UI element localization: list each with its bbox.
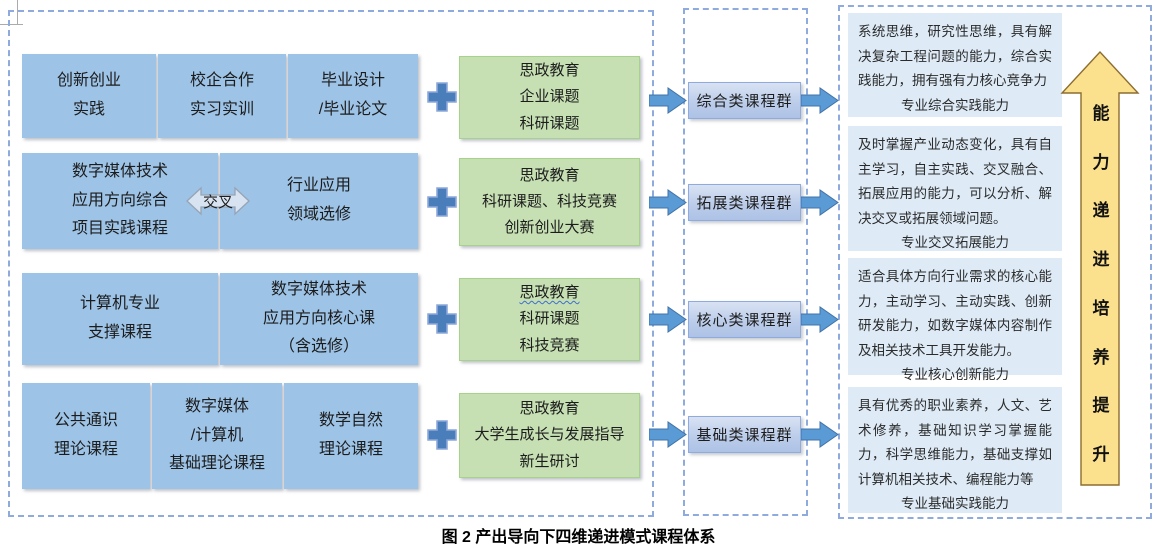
outcome-box-comprehensive: 系统思维，研究性思维，具有解决复杂工程问题的能力，综合实践能力，拥有强有力核心竞…: [848, 13, 1062, 117]
group-label-comprehensive: 综合类课程群: [688, 82, 801, 119]
supplement-line: 企业课题: [519, 88, 580, 106]
outcome-box-basic: 具有优秀的职业素养，人文、艺术修养，基础知识学习掌握能力，科学思维能力，基础支撑…: [848, 387, 1062, 513]
outcome-body: 具有优秀的职业素养，人文、艺术修养，基础知识学习掌握能力，科学思维能力，基础支撑…: [858, 398, 1052, 487]
course-groups-dashed-panel: [683, 8, 808, 516]
plus-icon: [427, 304, 457, 334]
canvas-corner-line: [0, 24, 23, 25]
outcome-body: 系统思维，研究性思维，具有解决复杂工程问题的能力，综合实践能力，拥有强有力核心竞…: [858, 24, 1052, 89]
supplement-box-basic: 思政教育 大学生成长与发展指导 新生研讨: [459, 393, 640, 478]
course-box-dm-core: 数字媒体技术 应用方向核心课 （含选修）: [220, 273, 418, 365]
course-box-dm-comprehensive-practice: 数字媒体技术 应用方向综合 项目实践课程: [22, 153, 218, 249]
right-arrow-icon: [648, 306, 687, 333]
outcome-footer: 专业核心创新能力: [901, 367, 1009, 383]
figure-caption: 图 2 产出导向下四维递进模式课程体系: [441, 529, 716, 546]
plus-icon: [427, 420, 457, 450]
supplement-line: 创新创业大赛: [504, 219, 595, 237]
course-box-school-enterprise: 校企合作 实习实训: [158, 54, 286, 138]
course-box-cs-support: 计算机专业 支撑课程: [22, 273, 218, 365]
supplement-line: 思政教育: [519, 400, 580, 418]
outcome-box-expansion: 及时掌握产业动态变化，具有自主学习，自主实践、交叉融合、拓展应用的能力，可以分析…: [848, 126, 1062, 251]
supplement-line: 科研课题: [519, 310, 580, 328]
course-box-innovation-practice: 创新创业 实践: [22, 54, 156, 138]
right-arrow-icon: [648, 189, 687, 216]
canvas-corner-line: [17, 0, 18, 25]
right-arrow-icon: [648, 87, 687, 114]
course-box-industry-electives: 行业应用 领域选修: [220, 153, 418, 249]
outcome-footer: 专业综合实践能力: [901, 97, 1009, 113]
group-label-core: 核心类课程群: [688, 301, 801, 338]
outcome-box-core: 适合具体方向行业需求的核心能力，主动学习、主动实践、创新研发能力，如数字媒体内容…: [848, 258, 1062, 382]
supplement-line: 思政教育: [519, 166, 580, 184]
group-label-expansion: 拓展类课程群: [688, 184, 801, 221]
right-arrow-icon: [648, 421, 687, 448]
supplement-line: 大学生成长与发展指导: [474, 426, 625, 444]
course-box-dm-cs-basic-theory: 数字媒体 /计算机 基础理论课程: [152, 383, 282, 489]
plus-icon: [427, 187, 457, 217]
supplement-line-spellcheck: 思政教育: [519, 284, 580, 302]
right-arrow-icon: [800, 87, 839, 114]
supplement-line: 思政教育: [519, 62, 580, 80]
course-box-math-nature-theory: 数学自然 理论课程: [284, 383, 418, 489]
supplement-box-comprehensive: 思政教育 企业课题 科研课题: [459, 56, 640, 139]
courses-dashed-panel: [8, 10, 654, 517]
supplement-line: 科研课题: [519, 114, 580, 132]
supplement-line: 科研课题、科技竞赛: [481, 192, 617, 210]
supplement-line: 科技竞赛: [519, 336, 580, 354]
cross-connector-label: 交叉: [202, 193, 233, 211]
outcome-footer: 专业基础实践能力: [901, 496, 1009, 512]
right-arrow-icon: [800, 189, 839, 216]
capability-arrow-label: 能力递进培养提升: [1092, 104, 1110, 464]
supplement-box-expansion: 思政教育 科研课题、科技竞赛 创新创业大赛: [459, 158, 640, 246]
supplement-line: 新生研讨: [519, 452, 580, 470]
right-arrow-icon: [800, 306, 839, 333]
outcome-body: 适合具体方向行业需求的核心能力，主动学习、主动实践、创新研发能力，如数字媒体内容…: [858, 269, 1052, 358]
course-box-general-theory: 公共通识 理论课程: [22, 383, 150, 489]
course-box-graduation-design: 毕业设计 /毕业论文: [288, 54, 418, 138]
plus-icon: [427, 82, 457, 112]
right-arrow-icon: [800, 421, 839, 448]
outcome-body: 及时掌握产业动态变化，具有自主学习，自主实践、交叉融合、拓展应用的能力，可以分析…: [858, 137, 1052, 226]
cross-connector: 交叉: [186, 183, 250, 219]
outcomes-dashed-panel: [838, 5, 1152, 519]
group-label-basic: 基础类课程群: [688, 416, 801, 453]
double-arrow-icon: [186, 186, 250, 216]
supplement-box-core: 思政教育 科研课题 科技竞赛: [459, 278, 640, 361]
capability-up-arrow-icon: [1060, 50, 1140, 487]
outcome-footer: 专业交叉拓展能力: [901, 235, 1009, 251]
